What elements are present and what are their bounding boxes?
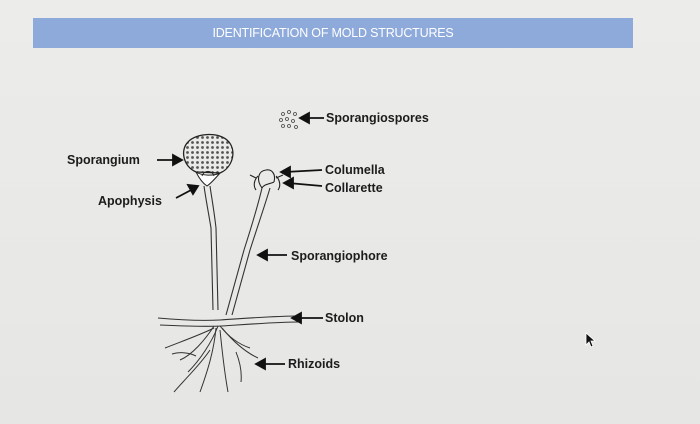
label-stolon: Stolon [325, 311, 364, 325]
sporangiophore-stalks [203, 185, 271, 316]
columella-shape [249, 169, 284, 191]
leader-arrows [157, 111, 324, 371]
rhizoids-shape [164, 325, 259, 393]
title-bar: IDENTIFICATION OF MOLD STRUCTURES [33, 18, 633, 48]
stolon-shape [157, 315, 299, 327]
label-sporangiospores: Sporangiospores [326, 111, 429, 125]
label-sporangium: Sporangium [67, 153, 140, 167]
sporangium-shape [182, 133, 234, 187]
slide-title: IDENTIFICATION OF MOLD STRUCTURES [212, 26, 454, 40]
label-sporangiophore: Sporangiophore [291, 249, 388, 263]
sporangiospores-cluster [279, 110, 298, 129]
mouse-cursor-icon [585, 332, 597, 348]
label-apophysis: Apophysis [98, 194, 162, 208]
label-collarette: Collarette [325, 181, 383, 195]
label-columella: Columella [325, 163, 386, 177]
label-rhizoids: Rhizoids [288, 357, 340, 371]
